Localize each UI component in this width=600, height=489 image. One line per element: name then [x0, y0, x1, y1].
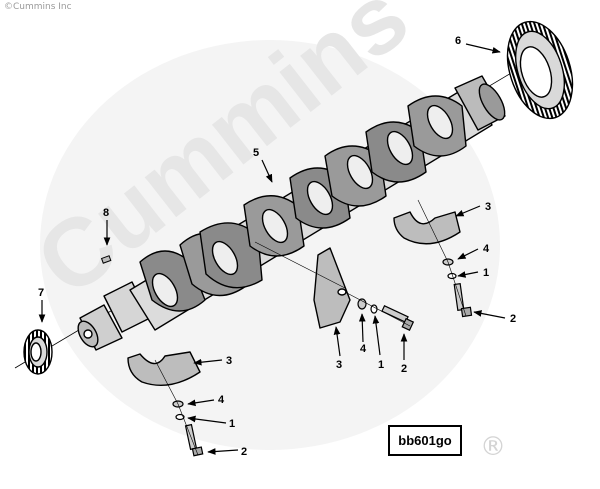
callout-3-center: 3 [336, 359, 342, 371]
callout-1-left: 1 [229, 418, 235, 430]
journals [151, 104, 454, 308]
callout-labels: 6 5 8 7 3 4 1 2 3 4 1 2 3 4 1 2 [38, 35, 516, 458]
callout-2-center: 2 [401, 363, 407, 375]
callout-7: 7 [38, 287, 44, 299]
callout-8: 8 [103, 207, 109, 219]
callout-1-right: 1 [483, 267, 489, 279]
callout-3-right: 3 [485, 201, 491, 213]
washer [357, 298, 367, 310]
copyright-notice: ©Cummins Inc [4, 2, 72, 12]
bearing-cap-right [393, 211, 461, 245]
bearing-cap-center [313, 247, 351, 329]
main-bearing-caps [127, 211, 461, 386]
capscrew [453, 283, 465, 311]
crankshaft-gear [506, 20, 574, 120]
figure-code-label: bb601go [388, 425, 462, 456]
callout-2-left: 2 [241, 446, 247, 458]
callout-4-center: 4 [360, 343, 367, 355]
bearing-cap-left [127, 351, 201, 386]
dowel-pin [100, 255, 112, 264]
leader-arrows [38, 43, 506, 455]
fasteners-center [357, 298, 415, 332]
callout-1-center: 1 [378, 359, 384, 371]
callout-6: 6 [455, 35, 461, 47]
ring [175, 413, 185, 421]
assembly-lines [154, 199, 467, 456]
crankshaft [77, 75, 506, 351]
callout-4-left: 4 [218, 394, 225, 406]
front-gear [23, 329, 53, 375]
callout-3-left: 3 [226, 355, 232, 367]
registered-mark: ® [480, 432, 506, 462]
callout-4-right: 4 [483, 243, 490, 255]
callout-2-right: 2 [510, 313, 516, 325]
callout-5: 5 [253, 147, 259, 159]
